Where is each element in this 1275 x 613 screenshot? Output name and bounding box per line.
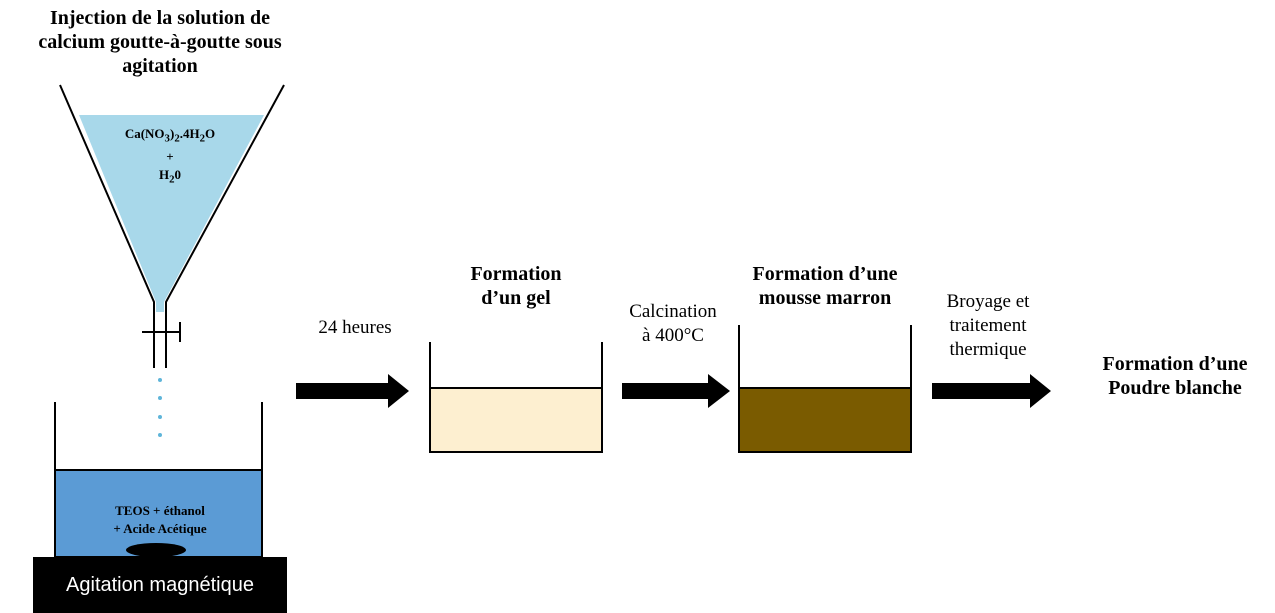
step-label-line: traitement <box>949 315 1027 336</box>
funnel-content-line: H20 <box>158 166 182 186</box>
step-label-3: Broyage et traitement thermique <box>923 290 1053 362</box>
foam-beaker-liquid <box>739 388 911 452</box>
start-beaker-liquid <box>55 470 262 557</box>
start-beaker-line: + Acide Acétique <box>113 521 207 536</box>
funnel-title-line: agitation <box>122 55 198 77</box>
drop <box>158 378 162 382</box>
gel-beaker-liquid <box>430 388 602 452</box>
step-label-line: à 400°C <box>642 325 704 346</box>
funnel-outline-right <box>165 84 285 368</box>
stage-title-2: Formation d’une mousse marron <box>725 262 925 310</box>
step-label-line: Broyage et <box>946 291 1030 312</box>
funnel-outline-left <box>59 84 155 368</box>
stage-title-3: Formation d’une Poudre blanche <box>1080 352 1270 400</box>
funnel-title: Injection de la solution de calcium gout… <box>0 6 320 78</box>
step-label-line: Calcination <box>629 301 717 322</box>
arrow-2 <box>622 374 730 408</box>
stir-plate-label: Agitation magnétique <box>66 573 254 596</box>
stir-bar <box>126 543 186 557</box>
stir-plate: Agitation magnétique <box>33 557 287 613</box>
step-label-line: thermique <box>949 339 1027 360</box>
funnel-liquid <box>79 115 264 312</box>
step-label-line: 24 heures <box>318 317 392 338</box>
stage-title-line: Poudre blanche <box>1108 377 1242 399</box>
start-beaker-contents: TEOS + éthanol + Acide Acétique <box>60 502 260 538</box>
drop <box>158 433 162 437</box>
step-label-1: 24 heures <box>296 316 414 340</box>
funnel-contents: Ca(NO3)2.4H2O + H20 <box>80 125 260 188</box>
stage-title-line: Formation d’une <box>1102 353 1248 375</box>
step-label-2: Calcination à 400°C <box>608 300 738 348</box>
gel-beaker-outline <box>429 342 603 453</box>
arrow-3 <box>932 374 1051 408</box>
stage-title-line: Formation d’une <box>752 263 898 285</box>
drop <box>158 396 162 400</box>
funnel-title-line: Injection de la solution de <box>49 7 271 29</box>
drops <box>158 378 162 437</box>
stage-title-line: d’un gel <box>481 287 551 309</box>
start-beaker-line: TEOS + éthanol <box>115 503 205 518</box>
funnel-content-line: Ca(NO3)2.4H2O <box>124 126 216 145</box>
stage-title-1: Formation d’un gel <box>426 262 606 310</box>
arrow-1 <box>296 374 409 408</box>
funnel-content-line: + <box>166 148 174 164</box>
stage-title-line: mousse marron <box>758 287 892 309</box>
stage-title-line: Formation <box>470 263 562 285</box>
funnel-title-line: calcium goutte-à-goutte sous <box>38 31 282 53</box>
drop <box>158 415 162 419</box>
